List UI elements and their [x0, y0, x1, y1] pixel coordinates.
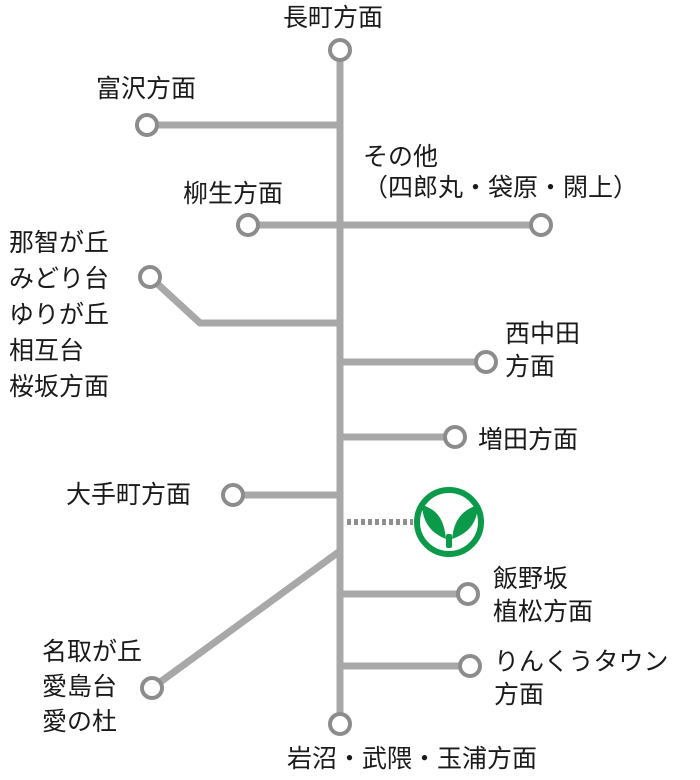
stop-natorigaoka [140, 676, 164, 700]
sprout-leaf-icon [422, 505, 478, 548]
stop-otemachi [221, 483, 245, 507]
stop-tomizawa [135, 113, 159, 137]
label-nachigaoka-group: 那智が丘 みどり台 ゆりが丘 相互台 桜坂方面 [9, 228, 110, 401]
branch-nachigaoka [146, 273, 344, 327]
label-nagamachi: 長町方面 [283, 3, 384, 32]
label-natorigaoka-group: 名取が丘 愛島台 愛の杜 [42, 637, 143, 736]
label-rinku-town: りんくうタウン 方面 [494, 647, 669, 709]
branch-natorigaoka [148, 547, 344, 692]
label-iwanuma: 岩沼・武隈・玉浦方面 [287, 744, 538, 773]
stop-iwanuma [328, 712, 352, 736]
marker-ring [414, 487, 484, 557]
stop-nishinakada [474, 350, 498, 374]
label-nishinakada: 西中田 方面 [505, 319, 581, 381]
stop-nachigaoka [138, 265, 162, 289]
stop-rinku-town [458, 654, 482, 678]
label-iinozaka: 飯野坂 植松方面 [493, 564, 594, 626]
label-yanagio: 柳生方面 [183, 179, 284, 208]
stop-iinozaka [456, 582, 480, 606]
label-masuda: 増田方面 [478, 425, 579, 454]
stop-yanagio [236, 213, 260, 237]
label-sonota: その他 （四郎丸・袋原・閖上） [363, 142, 639, 202]
route-lines [143, 46, 545, 726]
label-otemachi: 大手町方面 [66, 480, 192, 509]
stop-nagamachi [328, 38, 352, 62]
stop-sonota [529, 213, 553, 237]
current-stop-marker [414, 487, 484, 557]
label-tomizawa: 富沢方面 [96, 74, 197, 103]
stop-masuda [443, 425, 467, 449]
route-stops [135, 38, 553, 736]
